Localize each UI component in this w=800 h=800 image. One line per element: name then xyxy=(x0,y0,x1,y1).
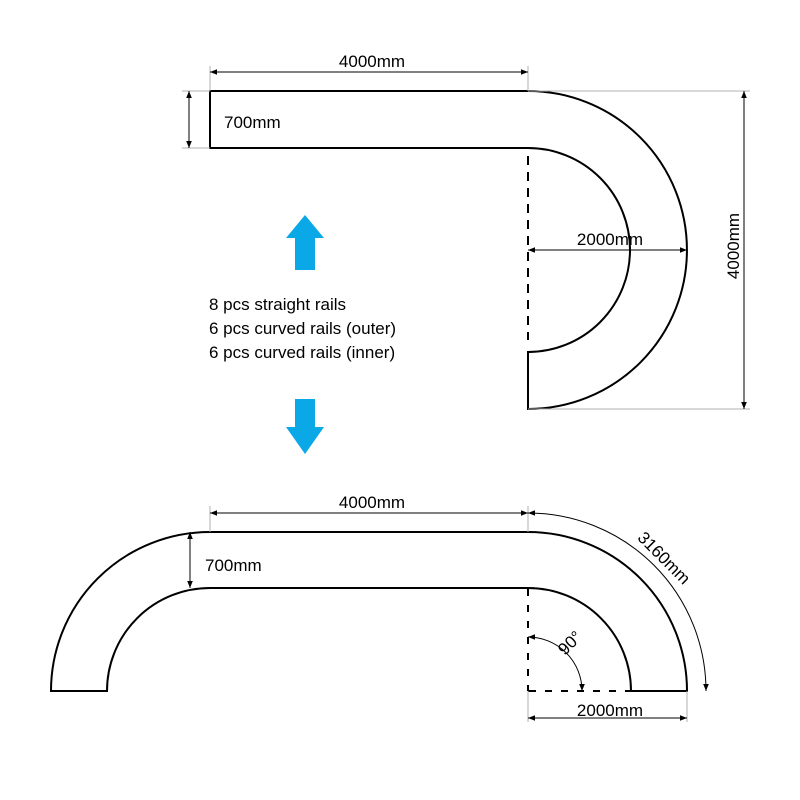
parts-list: 8 pcs straight rails 6 pcs curved rails … xyxy=(209,295,396,362)
arrow-up-icon xyxy=(286,215,324,270)
top-track-outline xyxy=(209,90,688,411)
bottom-thickness-label: 700mm xyxy=(205,556,262,575)
bottom-angle-arc xyxy=(527,634,585,692)
bottom-arc-length-dimension-line xyxy=(527,510,709,692)
bottom-arc-length-label: 3160mm xyxy=(634,528,694,588)
bottom-width-label: 4000mm xyxy=(339,493,405,512)
top-layout: 4000mm 700mm 2000mm 4000mm xyxy=(182,52,750,411)
parts-list-line-1: 8 pcs straight rails xyxy=(209,295,346,314)
bottom-layout: 4000mm 700mm 3160mm 90° 2000mm xyxy=(49,493,709,722)
top-width-label: 4000mm xyxy=(339,52,405,71)
top-height-label: 4000mm xyxy=(724,213,743,279)
bottom-track-outline xyxy=(49,531,689,692)
bottom-angle-label: 90° xyxy=(554,627,586,659)
bottom-radius-label: 2000mm xyxy=(577,701,643,720)
parts-list-line-2: 6 pcs curved rails (outer) xyxy=(209,319,396,338)
top-thickness-label: 700mm xyxy=(224,113,281,132)
parts-list-line-3: 6 pcs curved rails (inner) xyxy=(209,343,395,362)
arrow-down-icon xyxy=(286,399,324,454)
top-radius-label: 2000mm xyxy=(577,230,643,249)
